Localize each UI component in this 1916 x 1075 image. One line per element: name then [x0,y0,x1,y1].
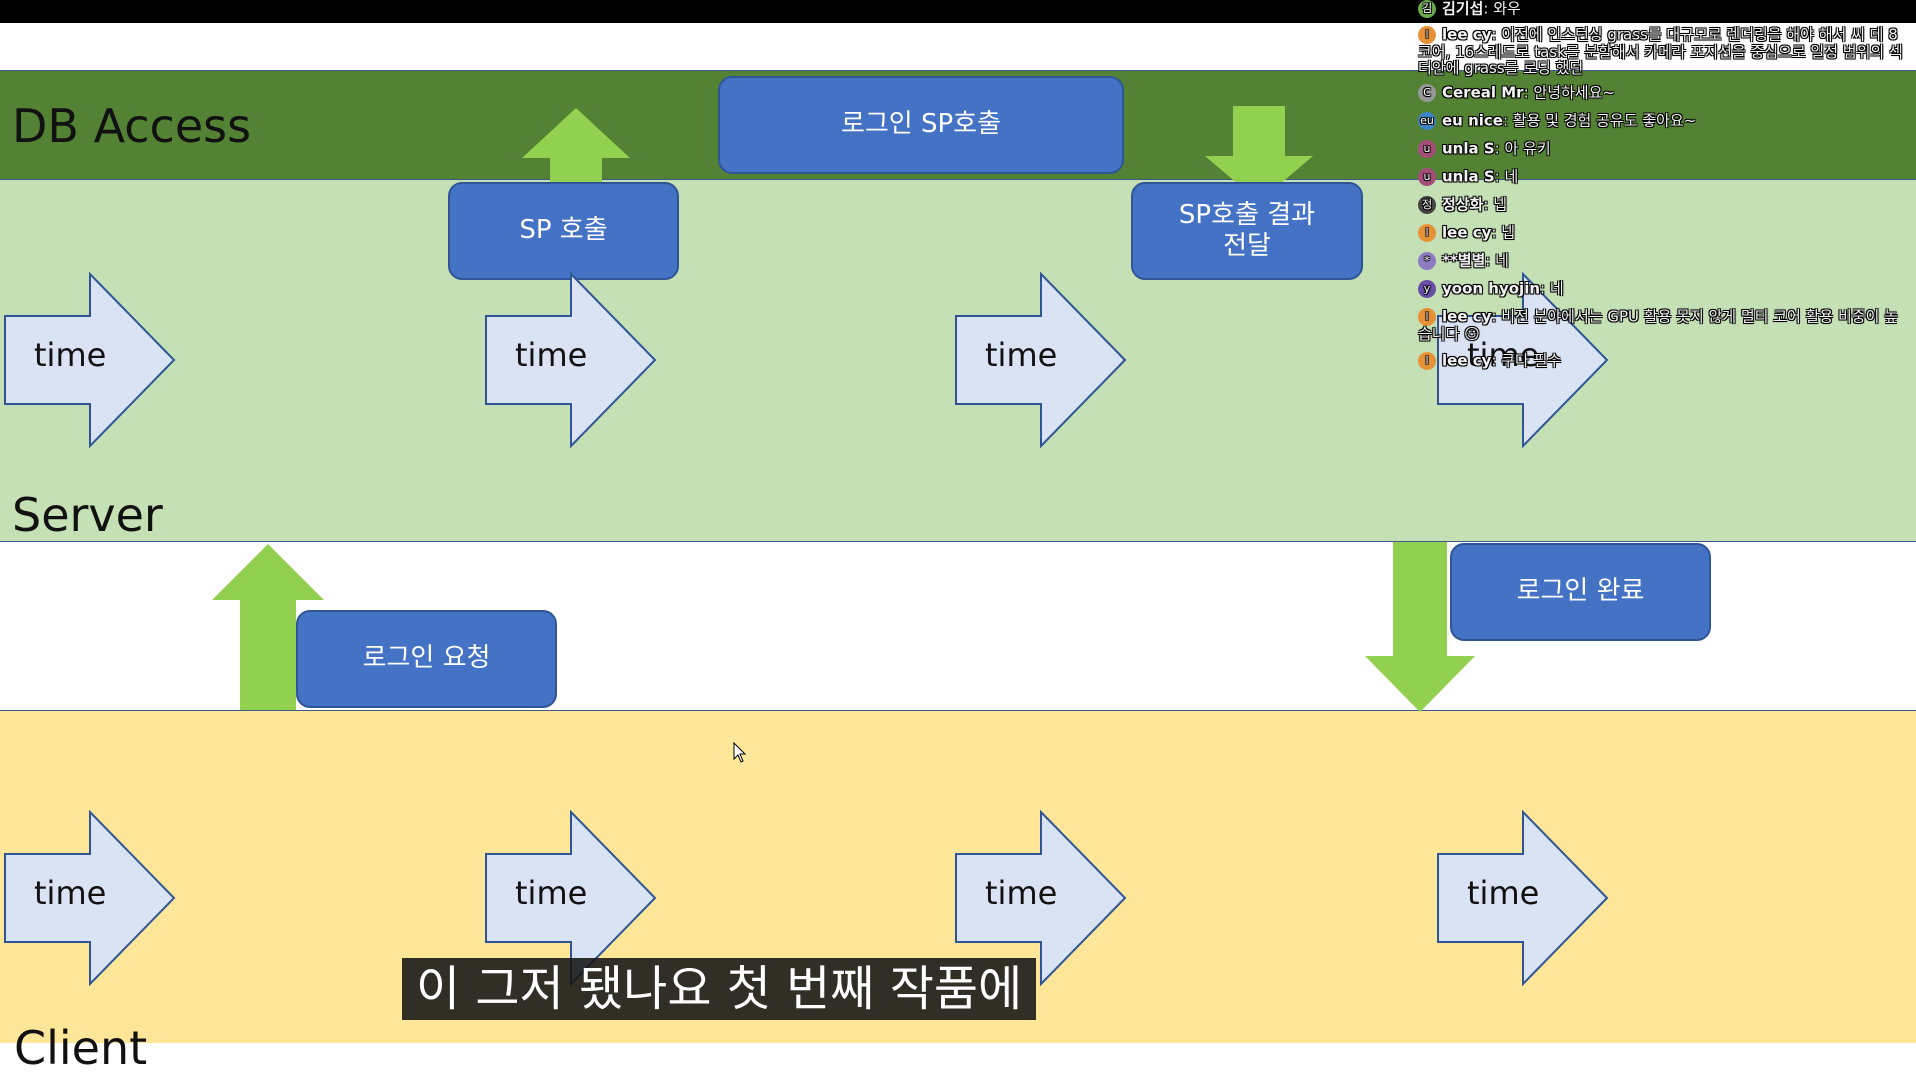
chat-user: unla S [1442,167,1495,186]
chat-user: 김기섭 [1442,0,1484,18]
login-done-down-arrow-icon [1365,542,1475,712]
chat-user: eu nice [1442,111,1503,130]
sp-call-up-arrow-icon [522,108,630,182]
video-subtitle: 이 그저 됐나요 첫 번째 작품에 [402,958,1037,1020]
avatar: * [1418,252,1436,270]
chat-text: 네 [1495,251,1509,270]
server-label: Server [12,488,163,542]
server-time-arrow: time [1437,271,1609,452]
avatar: l [1418,224,1436,242]
chat-user: lee cy [1442,351,1492,370]
time-label: time [34,874,107,912]
avatar: 김 [1418,0,1436,18]
chat-text: 비전 분야에서는 GPU 활용 못지 않게 멀티 코어 활용 비중이 높습니다 … [1418,307,1898,343]
right-arrow-icon [955,809,1127,987]
chat-user: lee cy [1442,25,1492,44]
chat-user: **별별 [1442,251,1486,270]
login-done-box: 로그인 완료 [1450,543,1711,641]
right-arrow-icon [4,271,176,449]
avatar: eu [1418,112,1436,130]
chat-text: 네 [1504,167,1519,186]
time-label: time [985,874,1058,912]
client-time-arrow: time [1437,809,1609,990]
client-time-arrow: time [485,809,657,990]
avatar: l [1418,308,1436,326]
right-arrow-icon [4,809,176,987]
chat-text: 아 유키 [1504,139,1551,158]
avatar: 정 [1418,196,1436,214]
db-access-label: DB Access [12,99,252,153]
chat-text: 쿠다 필수 [1501,351,1562,370]
avatar: u [1418,140,1436,158]
chat-user: 정상화 [1442,195,1484,214]
sp-call-box: SP 호출 [448,182,679,280]
chat-text: 와우 [1493,0,1521,18]
client-label: Client [14,1021,148,1075]
chat-message: ***별별: 네 [1418,252,1908,270]
avatar: l [1418,26,1436,44]
avatar: C [1418,84,1436,102]
avatar: u [1418,168,1436,186]
right-arrow-icon [1437,809,1609,987]
chat-user: yoon hyojin [1442,279,1541,298]
sp-result-down-arrow-icon [1205,106,1313,202]
chat-user: lee cy [1442,223,1492,242]
login-request-box: 로그인 요청 [296,610,557,708]
chat-text: 네 [1549,279,1564,298]
time-label: time [1467,336,1540,374]
chat-text: 넵 [1501,223,1516,242]
right-arrow-icon [485,809,657,987]
server-time-arrow: time [955,271,1127,452]
top-black-bar [0,0,1916,23]
time-label: time [34,336,107,374]
time-label: time [985,336,1058,374]
right-arrow-icon [1437,271,1609,449]
right-arrow-icon [485,271,657,449]
chat-user: Cereal Mr [1442,83,1524,102]
time-label: time [515,874,588,912]
chat-user: lee cy [1442,307,1492,326]
sp-result-box: SP호출 결과 전달 [1131,182,1363,280]
time-label: time [515,336,588,374]
avatar: y [1418,280,1436,298]
chat-text: 이전에 인스턴싱 grass를 대규모로 렌더링을 해야 해서 씨 데 8코어,… [1418,25,1903,77]
chat-user: unla S [1442,139,1495,158]
client-time-arrow: time [955,809,1127,990]
avatar: l [1418,352,1436,370]
server-time-arrow: time [4,271,176,452]
chat-text: 넵 [1493,195,1508,214]
server-time-arrow: time [485,271,657,452]
mouse-cursor-icon [733,742,747,763]
time-label: time [1467,874,1540,912]
chat-text: 안녕하세요~ [1533,83,1615,102]
right-arrow-icon [955,271,1127,449]
login-sp-call-box: 로그인 SP호출 [718,76,1124,174]
client-time-arrow: time [4,809,176,990]
chat-text: 활용 및 경험 공유도 좋아요~ [1512,111,1697,130]
